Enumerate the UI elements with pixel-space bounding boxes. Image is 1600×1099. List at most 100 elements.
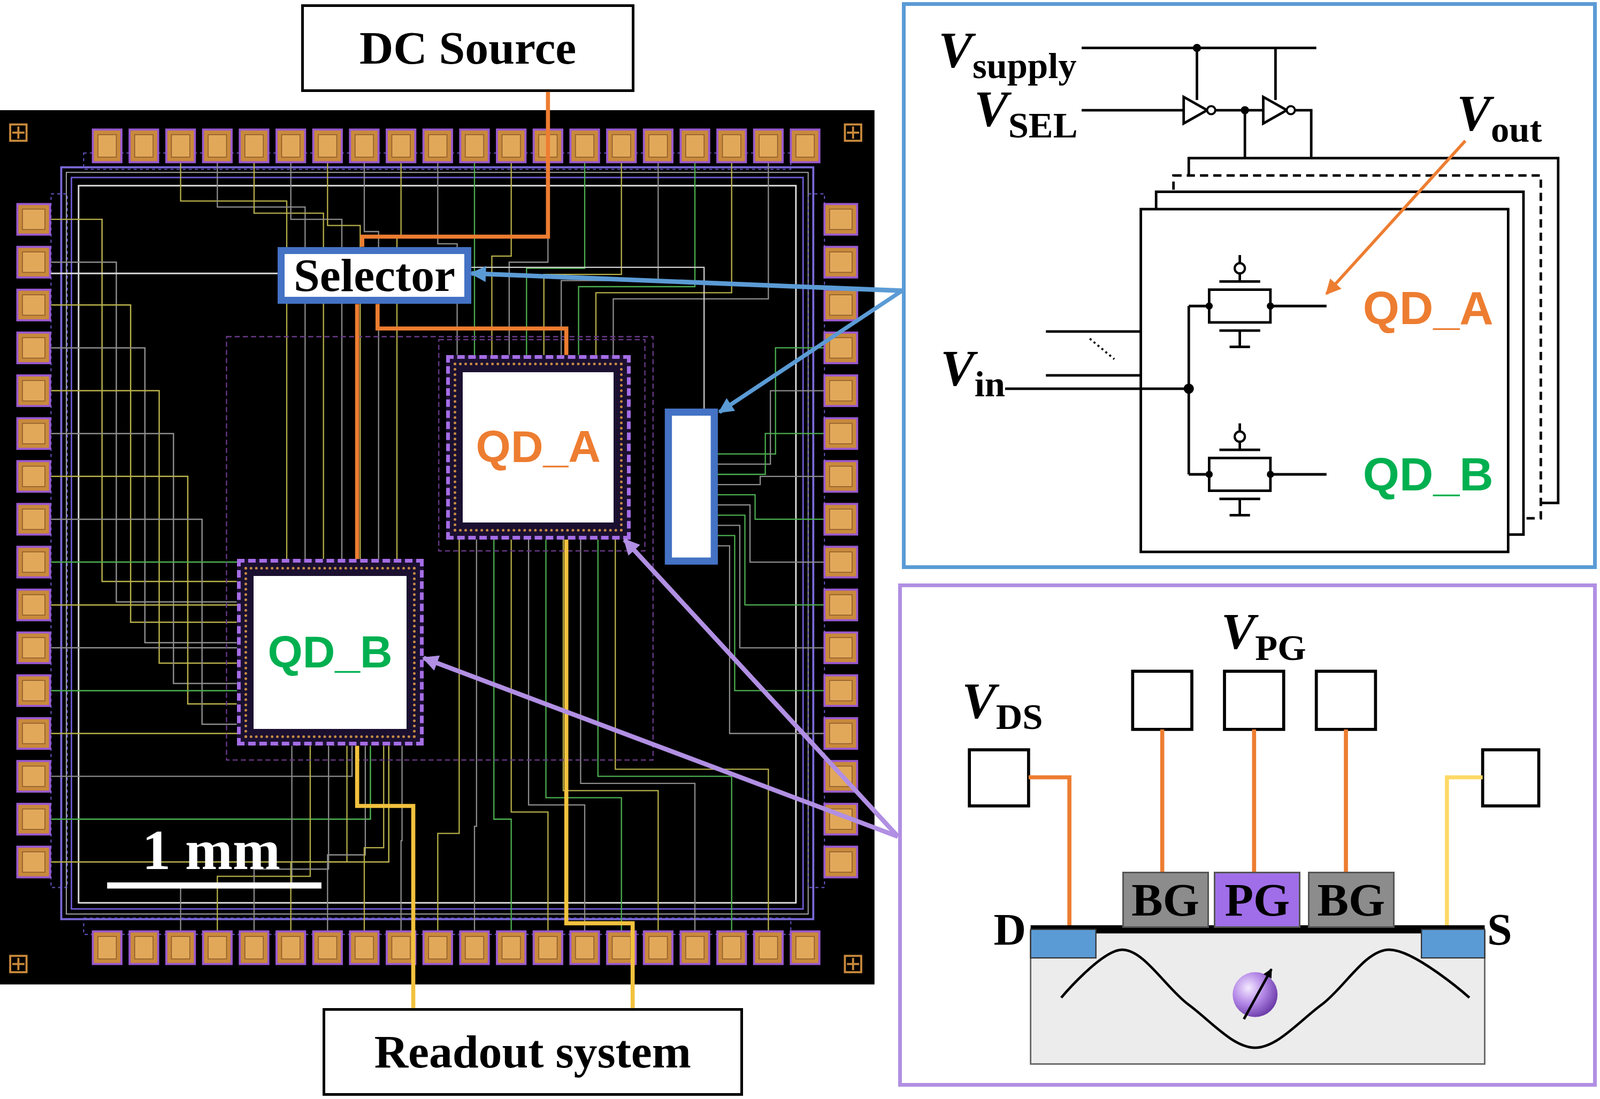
bond-pad <box>644 129 673 163</box>
wire-connector <box>566 539 633 1009</box>
contact-pad <box>1482 749 1540 807</box>
chip-die <box>0 110 875 985</box>
device-label: QD_B <box>267 630 393 676</box>
symbol-subscript: PG <box>1254 627 1306 669</box>
barrier-gate: BG <box>1307 871 1395 929</box>
bond-pad <box>17 804 50 835</box>
select-wire <box>1215 109 1264 112</box>
selector-circuit-panel: VsupplyVSELVoutVinQD_AQD_B <box>901 2 1597 570</box>
bond-pad-opening <box>795 936 815 960</box>
bond-pad-opening <box>829 380 853 402</box>
alignment-mark <box>12 131 25 134</box>
output-label: QD_A <box>1363 285 1494 333</box>
bond-pad <box>17 332 50 364</box>
bond-pad-opening <box>171 936 190 960</box>
alignment-mark <box>10 124 27 142</box>
chip-wire <box>714 476 825 485</box>
gate-wire <box>1252 729 1257 873</box>
chip-wire <box>714 515 825 606</box>
bond-pad <box>203 129 232 163</box>
junction-dot <box>1205 302 1213 310</box>
bond-pad-opening <box>22 466 45 487</box>
chip-wire <box>291 162 342 560</box>
contact-pad <box>1132 671 1192 730</box>
selector-schematic <box>1005 43 1559 553</box>
bond-pad <box>533 129 563 163</box>
chip-wire <box>714 535 825 691</box>
bond-pad <box>824 375 857 407</box>
plunger-gate: PG <box>1213 871 1301 929</box>
bond-pad-opening <box>829 723 853 744</box>
chip-wire <box>327 162 361 560</box>
signal-name: VSEL <box>974 84 1078 136</box>
drain-wire <box>1028 777 1070 931</box>
symbol-subscript: supply <box>972 46 1077 87</box>
pad-ring <box>808 193 825 888</box>
bond-pad <box>824 204 857 235</box>
chip-wire <box>595 162 732 356</box>
bond-pad-opening <box>134 936 153 960</box>
bond-pad-opening <box>829 637 853 658</box>
bond-pad <box>824 675 857 707</box>
bond-pad <box>17 590 50 621</box>
potential-profile <box>1061 950 1470 1048</box>
chip-wire <box>50 347 237 643</box>
signal-name: Vsupply <box>938 25 1077 76</box>
chip-wire <box>364 162 379 560</box>
bond-pad <box>824 761 857 792</box>
bond-pad <box>607 931 636 965</box>
gate-label: BG <box>1317 876 1385 924</box>
alignment-mark <box>846 131 860 134</box>
bond-pad <box>93 931 122 965</box>
selector-box: Selector <box>277 247 472 305</box>
alignment-mark <box>10 955 27 973</box>
bond-pad <box>386 129 416 163</box>
bond-pad <box>754 931 783 965</box>
bond-pad-opening <box>722 134 741 158</box>
bond-pad <box>349 129 379 163</box>
input-wire <box>1045 330 1141 334</box>
bond-pad <box>423 129 453 163</box>
bond-pad-opening <box>829 852 853 873</box>
bond-pad-opening <box>465 936 484 960</box>
inverter-bubble <box>1207 105 1216 114</box>
junction-dot <box>1205 470 1213 478</box>
inverter-symbol <box>1183 96 1208 124</box>
pmos-bubble <box>1234 263 1245 274</box>
chip-wire <box>493 538 511 932</box>
bond-pad-opening <box>829 423 853 444</box>
bond-pad-opening <box>134 134 153 158</box>
bond-pad-opening <box>22 380 45 402</box>
bond-pad-opening <box>829 251 853 273</box>
bond-pad-opening <box>575 936 594 960</box>
bond-pad-opening <box>22 251 45 273</box>
chip-wire <box>180 162 287 560</box>
bond-pad-opening <box>612 936 631 960</box>
gate-wire <box>1343 729 1349 873</box>
bond-pad-opening <box>722 936 741 960</box>
bond-pad-opening <box>428 134 447 158</box>
transmission-gate <box>1229 345 1251 349</box>
bond-pad-opening <box>465 134 484 158</box>
transmission-gate <box>1238 423 1242 432</box>
symbol-letter: V <box>940 340 975 397</box>
bond-pad-opening <box>22 809 45 830</box>
alignment-mark <box>846 963 860 966</box>
bond-pad <box>717 129 746 163</box>
bond-pad-opening <box>538 134 557 158</box>
layout-region <box>226 336 653 761</box>
bond-pad <box>824 503 857 535</box>
bond-pad-opening <box>829 509 853 530</box>
bond-pad <box>423 931 453 965</box>
bond-pad <box>824 590 857 621</box>
box-label: DC Source <box>359 24 577 72</box>
wire-connector <box>362 92 548 248</box>
bus-ellipsis <box>1089 338 1115 359</box>
bond-pad <box>460 931 489 965</box>
chip-wire <box>714 391 825 465</box>
bond-pad-opening <box>575 134 594 158</box>
bond-pad <box>717 931 746 965</box>
bond-pad-opening <box>829 594 853 616</box>
bond-pad-opening <box>245 936 264 960</box>
